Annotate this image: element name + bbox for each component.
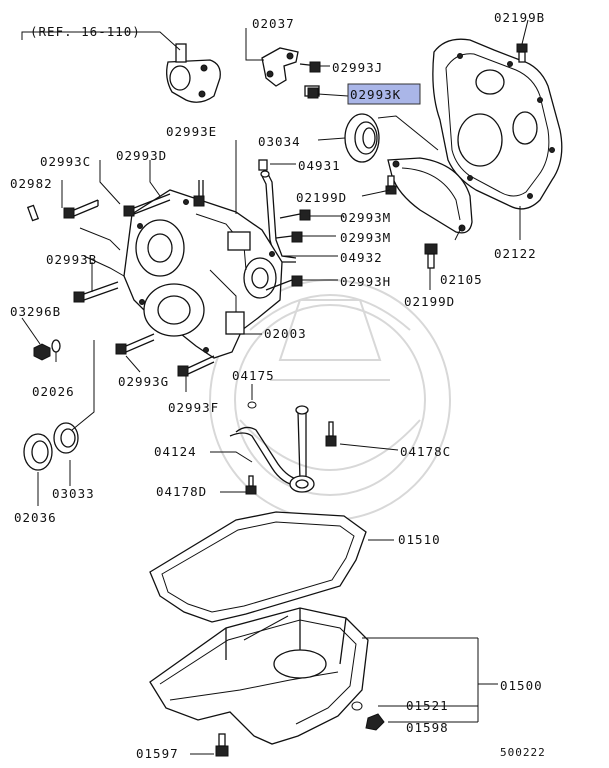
- cover-02105: [387, 157, 473, 234]
- bolt-02993B: [73, 281, 119, 303]
- bolt-02993C: [63, 199, 99, 219]
- washer-01521: [351, 701, 363, 711]
- plug-04931: [258, 159, 268, 171]
- label-02993K: 02993K: [350, 87, 401, 102]
- oil-pan-01500: [149, 607, 369, 745]
- label-04932: 04932: [340, 250, 383, 265]
- label-02993E: 02993E: [166, 124, 217, 139]
- label-02993G: 02993G: [118, 374, 169, 389]
- label-04178C: 04178C: [400, 444, 451, 459]
- label-01597: 01597: [136, 746, 179, 761]
- label-04175: 04175: [232, 368, 275, 383]
- plug-01598: [365, 713, 385, 731]
- strainer-04124: [229, 405, 315, 493]
- bolt-04178C: [325, 421, 337, 447]
- label-01500: 01500: [500, 678, 543, 693]
- bolt-01597: [215, 733, 229, 757]
- bolt-02993H: [265, 275, 303, 291]
- water-pump-fitting: [166, 43, 221, 103]
- leader-lines: [21, 19, 529, 755]
- seal-02036: [23, 433, 53, 471]
- label-02199D-bottom: 02199D: [404, 294, 455, 309]
- label-03296B: 03296B: [10, 304, 61, 319]
- nut-03296B: [33, 343, 51, 361]
- label-01521: 01521: [406, 698, 449, 713]
- label-02105: 02105: [440, 272, 483, 287]
- guide-04932: [260, 170, 297, 263]
- label-04124: 04124: [154, 444, 197, 459]
- bolt-02993M-a: [279, 209, 311, 221]
- label-02993H: 02993H: [340, 274, 391, 289]
- figure-number: 500222: [500, 746, 546, 759]
- label-02993J: 02993J: [332, 60, 383, 75]
- bolt-02199D-top: [385, 175, 397, 195]
- label-02199B: 02199B: [494, 10, 545, 25]
- oring-04175: [247, 401, 257, 409]
- label-02993F: 02993F: [168, 400, 219, 415]
- label-02982: 02982: [10, 176, 53, 191]
- label-04178D: 04178D: [156, 484, 207, 499]
- bolt-02993K: [307, 87, 319, 99]
- bolt-02993D: [123, 193, 171, 217]
- label-02199D-top: 02199D: [296, 190, 347, 205]
- label-02993D: 02993D: [116, 148, 167, 163]
- ref-label: (REF. 16-110): [30, 24, 141, 39]
- bolt-02993J: [309, 61, 321, 73]
- label-02122: 02122: [494, 246, 537, 261]
- rear-plate-02122: [432, 38, 563, 210]
- seal-03033: [53, 422, 79, 454]
- bolt-02993E: [193, 180, 205, 207]
- label-02037: 02037: [252, 16, 295, 31]
- gasket-01510: [149, 511, 367, 623]
- label-02036: 02036: [14, 510, 57, 525]
- label-02993M-b: 02993M: [340, 230, 391, 245]
- bolt-02199B: [516, 43, 528, 63]
- label-04931: 04931: [298, 158, 341, 173]
- washer-02026: [51, 339, 61, 353]
- highlight-box: [347, 83, 421, 105]
- timing-cover-02003: [123, 189, 283, 359]
- label-01510: 01510: [398, 532, 441, 547]
- label-03034: 03034: [258, 134, 301, 149]
- bolt-02199D-bottom: [424, 243, 438, 269]
- label-02993M-a: 02993M: [340, 210, 391, 225]
- oil-seal-03034: [344, 113, 380, 163]
- label-02026: 02026: [32, 384, 75, 399]
- label-02003: 02003: [264, 326, 307, 341]
- label-01598: 01598: [406, 720, 449, 735]
- label-02993C: 02993C: [40, 154, 91, 169]
- bolt-02993M-b: [275, 231, 303, 243]
- bolt-02993F: [177, 355, 215, 377]
- bolt-02993G: [115, 333, 155, 355]
- label-02993B: 02993B: [46, 252, 97, 267]
- bolt-04178D: [245, 475, 257, 495]
- pin-02982: [26, 204, 40, 222]
- label-03033: 03033: [52, 486, 95, 501]
